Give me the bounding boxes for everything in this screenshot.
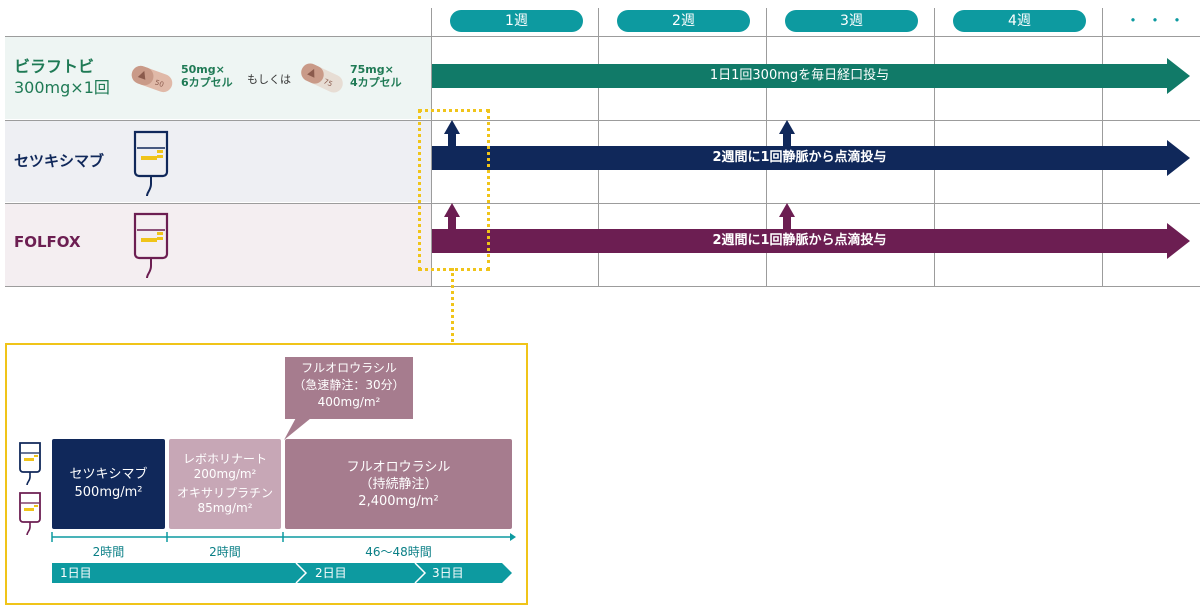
biraftovi-name: ビラフトビ 300mg×1回 [14, 56, 110, 98]
duration-axis [51, 532, 516, 542]
option-50mg-label: 50mg× 6カプセル [181, 63, 233, 89]
day-3-label: 3日目 [432, 566, 464, 580]
callout-pointer [284, 414, 316, 440]
day-1-label: 1日目 [60, 566, 92, 580]
iv-bag-cetuximab-icon [133, 130, 169, 197]
block2-line2: 200mg/m² [193, 467, 257, 481]
block1-line1: セツキシマブ [69, 467, 148, 482]
biraftovi-arrow-text: 1日1回300mgを毎日経口投与 [709, 68, 890, 83]
more-weeks-dots: ・・・ [1125, 11, 1192, 30]
row-bg-folfox [5, 204, 431, 286]
iv-bag-small-navy-icon [19, 442, 41, 485]
detail-panel [5, 343, 528, 605]
week-2-label: 2週 [617, 10, 750, 32]
option-50mg-line2: 6カプセル [181, 76, 233, 89]
block3-line1: フルオロウラシル [346, 459, 451, 475]
duration-levofolinate: 2時間 [209, 545, 241, 559]
block-fluorouracil-continuous: フルオロウラシル （持続静注） 2,400mg/m² [285, 439, 512, 529]
duration-cetuximab: 2時間 [92, 545, 125, 559]
block2-line1: レボホリナート [182, 452, 267, 466]
block2-line3: オキサリプラチン [176, 486, 273, 500]
block3-line2: （持続静注） [359, 476, 438, 492]
day1-highlight-box [418, 109, 490, 271]
option-75mg-line1: 75mg× [350, 63, 394, 76]
svg-text:75: 75 [322, 77, 333, 88]
biraftovi-name-line1: ビラフトビ [14, 57, 95, 76]
folfox-arrow-shape [432, 203, 1190, 259]
cetuximab-arrow-shape [432, 120, 1190, 176]
block-cetuximab: セツキシマブ 500mg/m² [52, 439, 165, 529]
week-4-label: 4週 [953, 10, 1086, 32]
option-75mg-label: 75mg× 4カプセル [350, 63, 402, 89]
day-bar [52, 563, 512, 583]
capsule-50mg-icon: 50 [131, 65, 173, 93]
callout-line1: フルオロウラシル [301, 361, 397, 375]
row-bg-biraftovi [5, 37, 431, 119]
folfox-name: FOLFOX [14, 233, 81, 251]
iv-bag-small-plum-icon [19, 492, 41, 535]
grid-line-h0 [5, 36, 1200, 37]
option-50mg-line1: 50mg× [181, 63, 225, 76]
grid-line-v0 [431, 8, 432, 287]
block2-line4: 85mg/m² [197, 501, 253, 515]
callout-line2: （急速静注：30分） [293, 378, 405, 392]
week-3-label: 3週 [785, 10, 918, 32]
option-75mg-line2: 4カプセル [350, 76, 402, 89]
week-1-label: 1週 [450, 10, 583, 32]
callout-bolus: フルオロウラシル （急速静注：30分） 400mg/m² [285, 357, 413, 419]
day-2-label: 2日目 [315, 566, 347, 580]
grid-line-h2 [5, 203, 1200, 204]
cetuximab-name: セツキシマブ [14, 152, 105, 170]
iv-bag-folfox-icon [133, 212, 169, 279]
duration-fluorouracil: 46～48時間 [365, 545, 432, 559]
block-levofolinate-oxaliplatin: レボホリナート 200mg/m² オキサリプラチン 85mg/m² [169, 439, 281, 529]
cetuximab-arrow-text: 2週間に1回静脈から点滴投与 [712, 150, 887, 165]
block1-line2: 500mg/m² [74, 485, 143, 500]
grid-line-h1 [5, 120, 1200, 121]
biraftovi-dose: 300mg×1回 [14, 78, 110, 97]
grid-line-h3 [5, 286, 1200, 287]
biraftovi-arrow-shape [432, 58, 1190, 94]
svg-text:50: 50 [154, 78, 165, 89]
capsule-75mg-icon: 75 [301, 63, 343, 93]
block3-line3: 2,400mg/m² [358, 493, 439, 509]
row-bg-cetuximab [5, 121, 431, 202]
folfox-arrow-text: 2週間に1回静脈から点滴投与 [712, 233, 887, 248]
or-label: もしくは [247, 73, 291, 86]
callout-line3: 400mg/m² [317, 395, 381, 409]
highlight-connector [451, 268, 454, 342]
